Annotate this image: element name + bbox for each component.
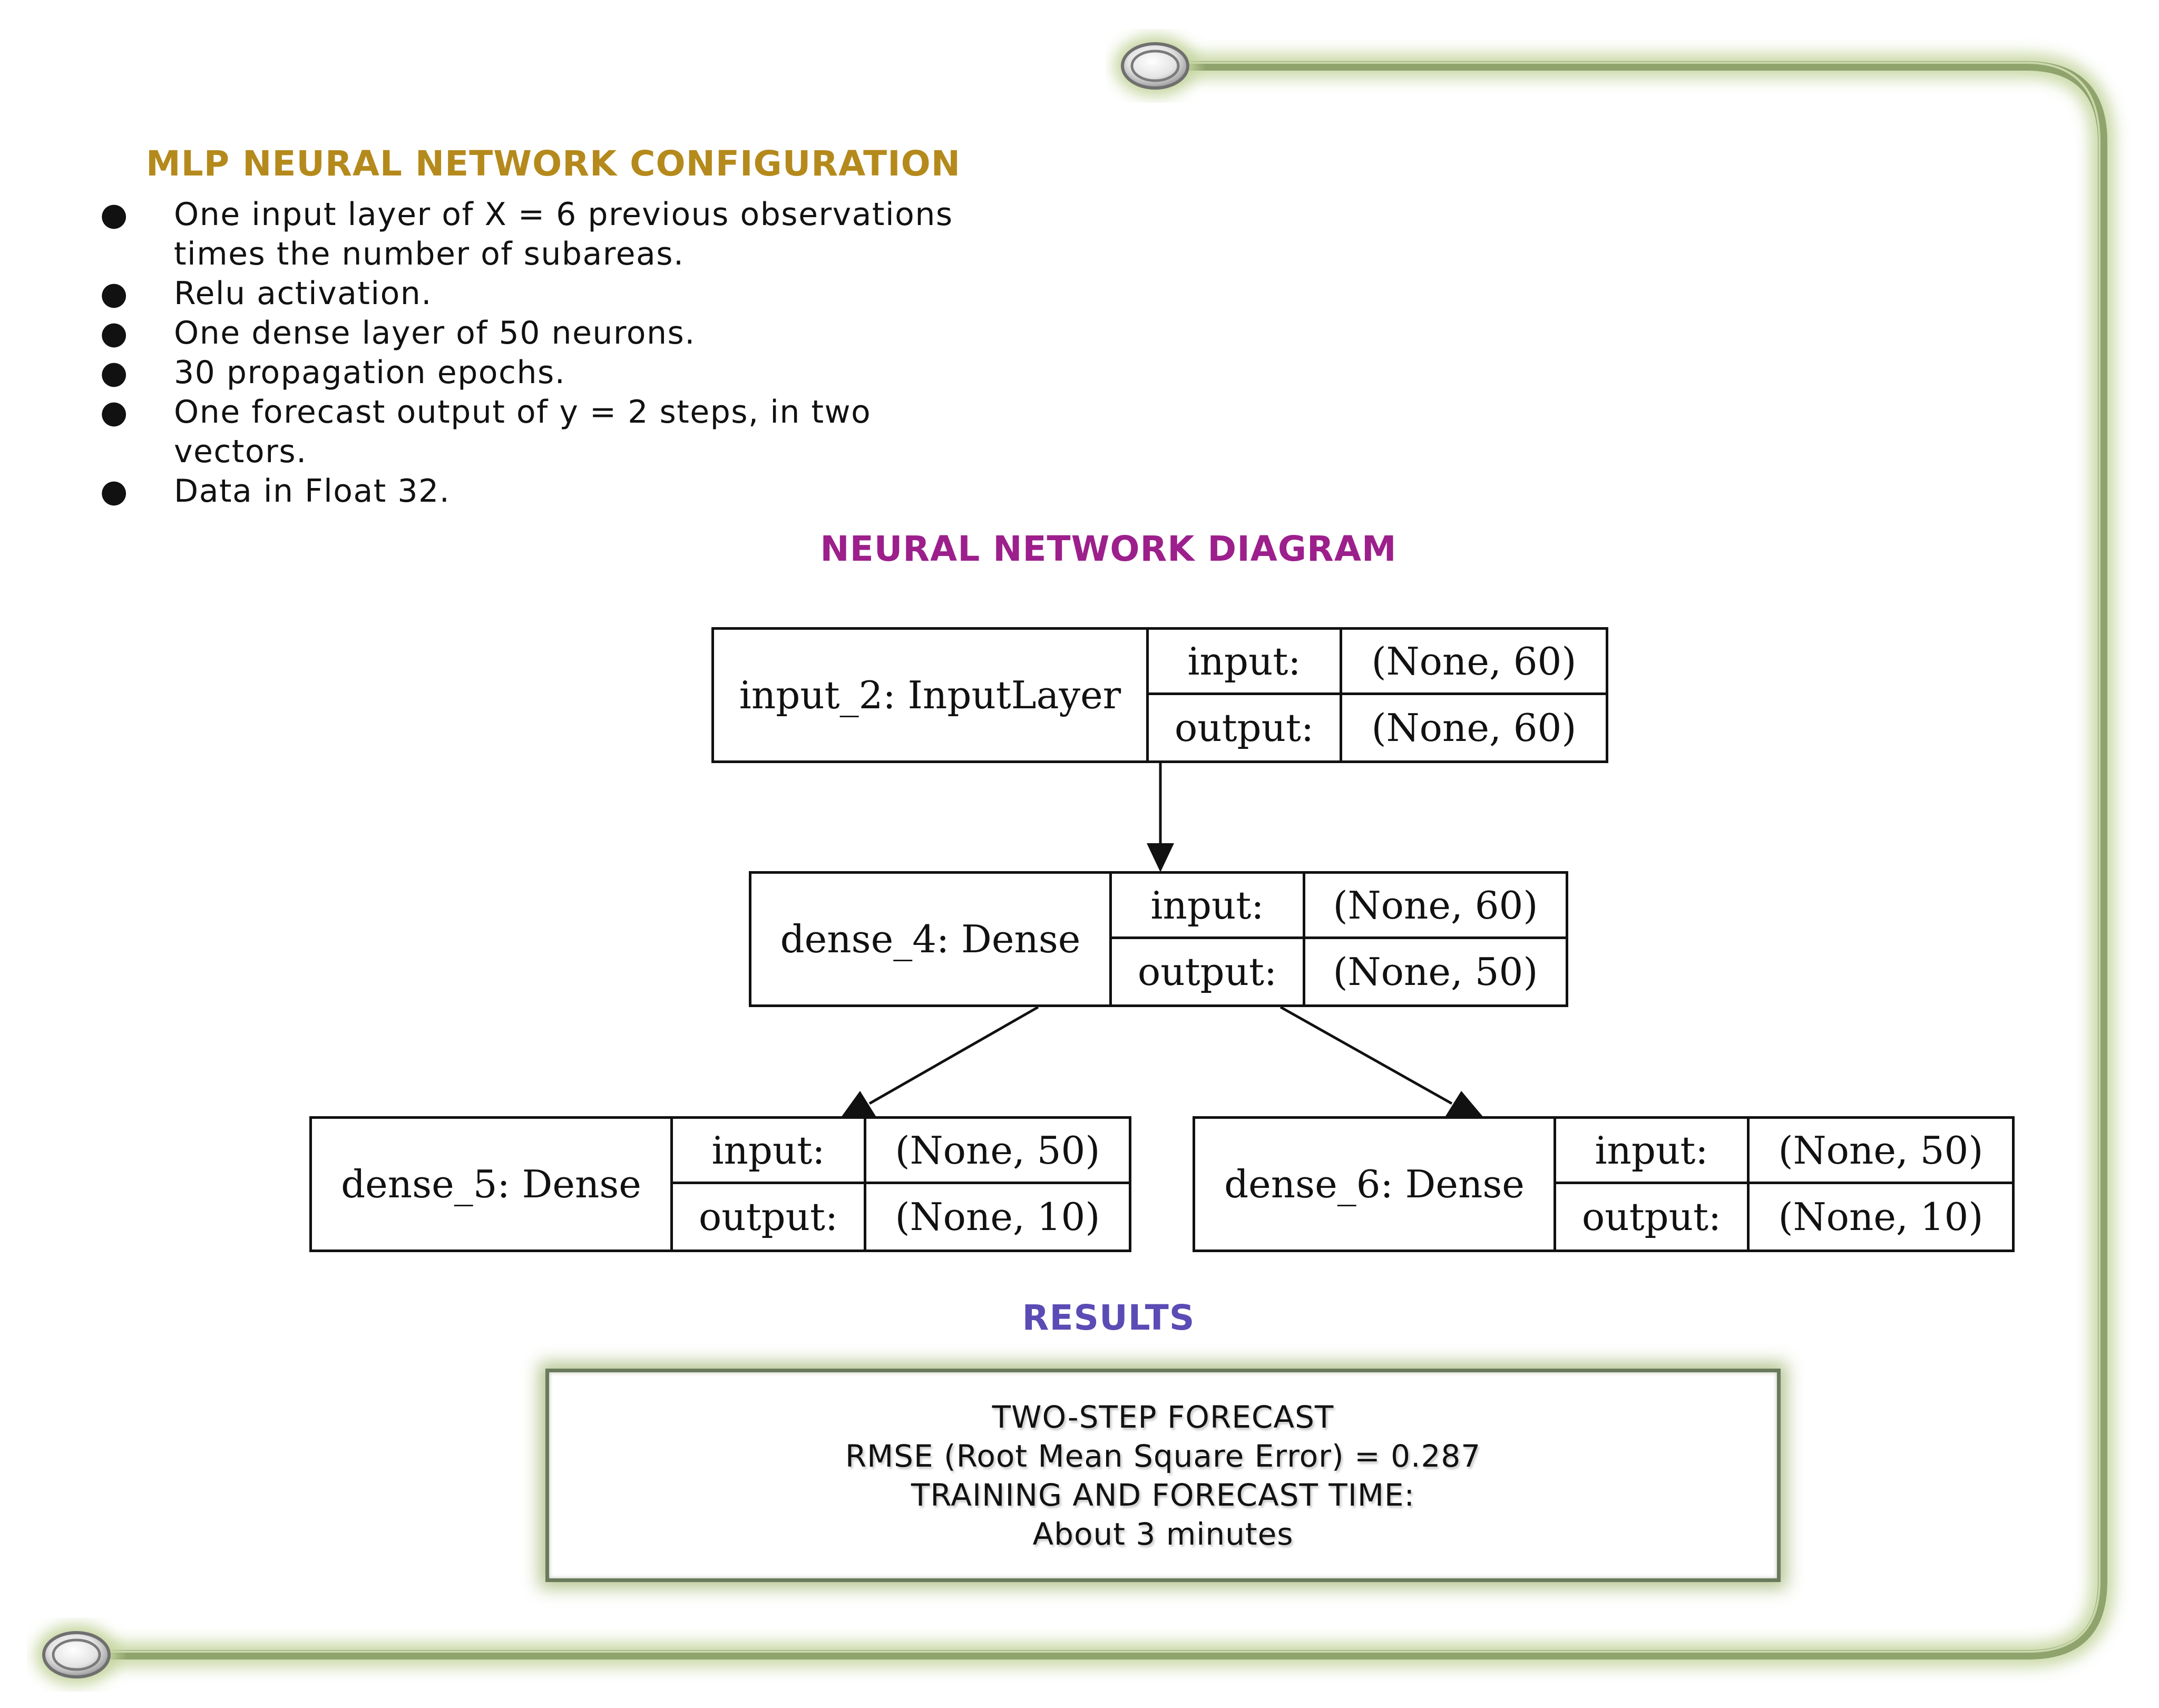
list-item-line: Data in Float 32.: [174, 473, 451, 510]
list-item-line: One forecast output of y = 2 steps, in t…: [174, 394, 872, 431]
layer-name: dense_6: Dense: [1195, 1119, 1556, 1250]
frame-knob-top: [1114, 35, 1196, 96]
list-item-line: vectors.: [174, 433, 307, 470]
list-item-line: 30 propagation epochs.: [174, 354, 566, 391]
results-line: RMSE (Root Mean Square Error) = 0.287: [845, 1438, 1481, 1474]
bullet-icon: ●: [100, 354, 129, 391]
layer-node-dense-5: dense_5: Dense input: (None, 50) output:…: [309, 1116, 1131, 1252]
list-item: ● Data in Float 32.: [100, 472, 1128, 511]
config-list: ● One input layer of X = 6 previous obse…: [100, 195, 1128, 511]
layer-output-label: output:: [673, 1184, 866, 1250]
list-item: ● One dense layer of 50 neurons.: [100, 314, 1128, 353]
layer-output-shape: (None, 10): [895, 1195, 1100, 1239]
frame-line: [76, 61, 2107, 1660]
edge-dense4-to-dense6: [1279, 1006, 1483, 1117]
list-item-line: Relu activation.: [174, 275, 432, 312]
layer-output-label: output:: [1112, 939, 1305, 1004]
config-title: MLP NEURAL NETWORK CONFIGURATION: [146, 143, 961, 184]
layer-output-label: output:: [1149, 695, 1342, 760]
layer-name: dense_4: Dense: [751, 874, 1112, 1004]
edge-input2-to-dense4: [1147, 763, 1174, 872]
edge-dense4-to-dense5: [841, 1006, 1039, 1117]
layer-output-shape: (None, 50): [1333, 950, 1538, 994]
bullet-icon: ●: [100, 275, 129, 312]
results-line: TRAINING AND FORECAST TIME:: [911, 1477, 1415, 1513]
layer-node-input-2: input_2: InputLayer input: (None, 60) ou…: [711, 627, 1608, 763]
bullet-icon: ●: [100, 315, 129, 352]
layer-output-label: output:: [1556, 1184, 1750, 1250]
layer-input-label: input:: [1556, 1119, 1750, 1184]
list-item: ● Relu activation.: [100, 274, 1128, 314]
list-item-line: times the number of subareas.: [174, 236, 685, 272]
layer-input-shape: (None, 60): [1342, 630, 1606, 695]
list-item: ● One forecast output of y = 2 steps, in…: [100, 393, 1128, 472]
layer-input-label: input:: [1149, 630, 1342, 695]
list-item-line: One dense layer of 50 neurons.: [174, 315, 696, 352]
layer-node-dense-4: dense_4: Dense input: (None, 60) output:…: [749, 871, 1568, 1007]
diagram-title: NEURAL NETWORK DIAGRAM: [820, 529, 1397, 569]
frame-knob-bottom: [35, 1624, 118, 1685]
results-box: TWO-STEP FORECAST RMSE (Root Mean Square…: [545, 1369, 1781, 1582]
layer-name: dense_5: Dense: [312, 1119, 673, 1250]
layer-input-label: input:: [673, 1119, 866, 1184]
layer-output-shape: (None, 60): [1371, 706, 1577, 750]
results-title: RESULTS: [1022, 1297, 1195, 1338]
bullet-icon: ●: [100, 473, 129, 510]
layer-input-shape: (None, 50): [866, 1119, 1129, 1184]
layer-output-shape: (None, 10): [1778, 1195, 1984, 1239]
list-item-line: One input layer of X = 6 previous observ…: [174, 196, 953, 233]
results-line: TWO-STEP FORECAST: [992, 1399, 1334, 1435]
bullet-icon: ●: [100, 196, 129, 233]
list-item: ● 30 propagation epochs.: [100, 353, 1128, 393]
results-line: About 3 minutes: [1032, 1516, 1294, 1552]
list-item: ● One input layer of X = 6 previous obse…: [100, 195, 1128, 274]
layer-name: input_2: InputLayer: [714, 630, 1149, 760]
layer-input-shape: (None, 50): [1750, 1119, 2012, 1184]
layer-input-shape: (None, 60): [1305, 874, 1566, 939]
bullet-icon: ●: [100, 394, 129, 431]
layer-node-dense-6: dense_6: Dense input: (None, 50) output:…: [1193, 1116, 2015, 1252]
layer-input-label: input:: [1112, 874, 1305, 939]
